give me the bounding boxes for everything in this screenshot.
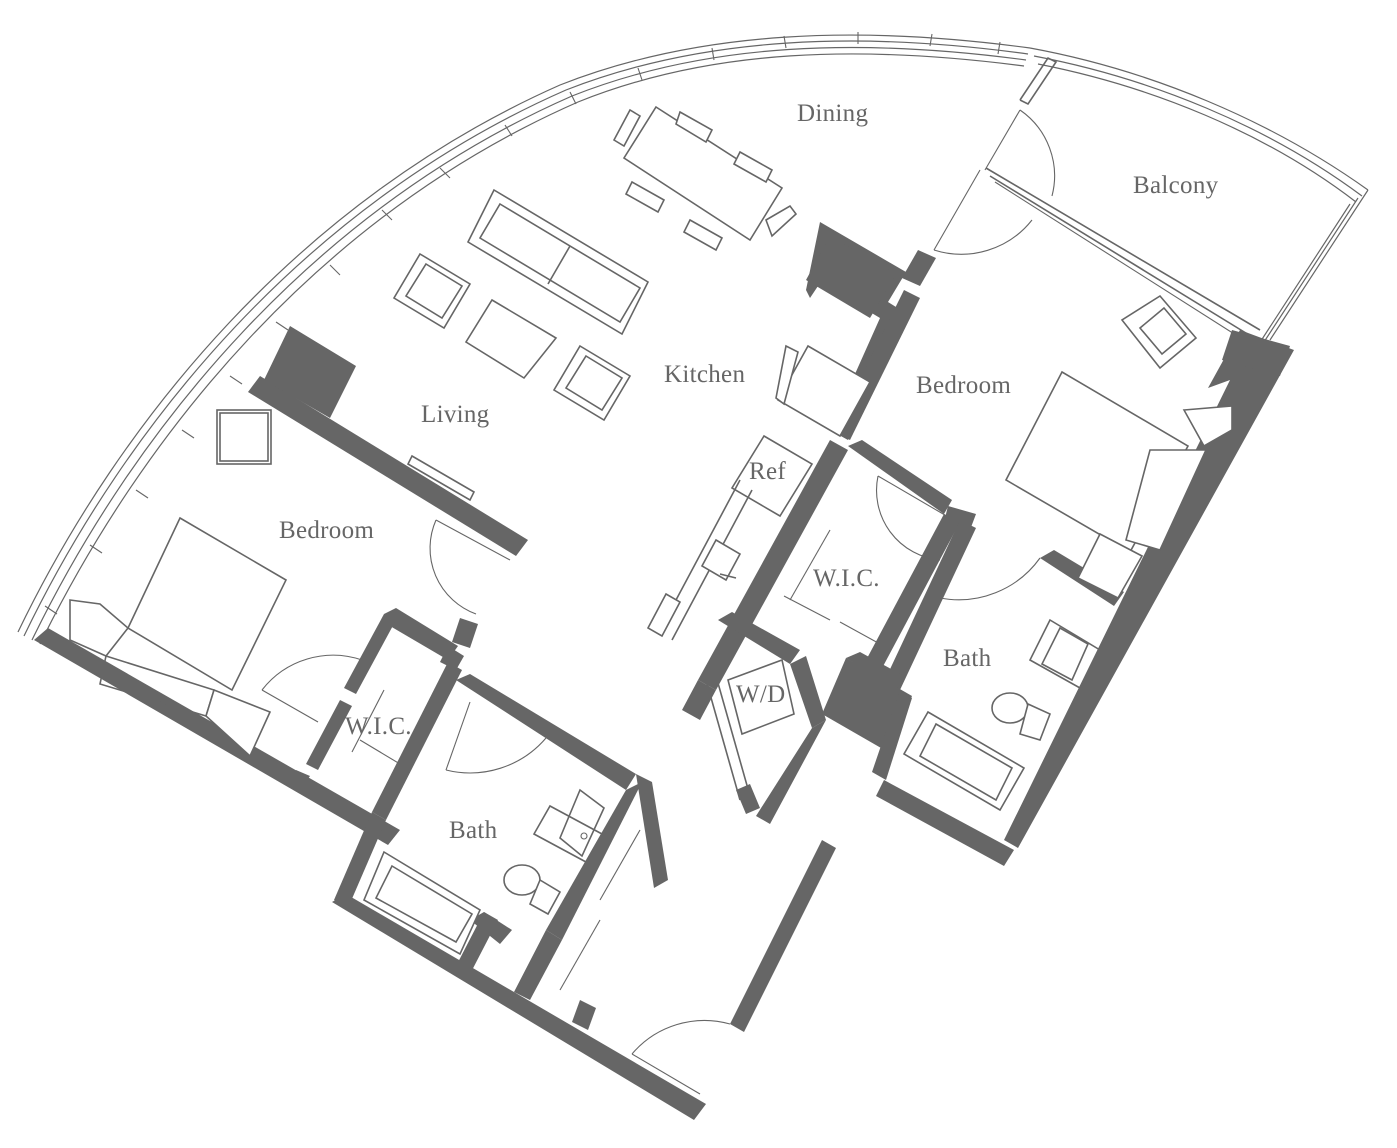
room-label-bath-left: Bath — [449, 817, 498, 844]
bedroom-chair-right — [1120, 294, 1198, 370]
dining-table — [612, 105, 798, 252]
room-label-kitchen: Kitchen — [664, 361, 746, 388]
room-label-ref: Ref — [749, 458, 786, 485]
room-label-bedroom-right: Bedroom — [916, 372, 1012, 399]
closet-rods — [351, 529, 881, 991]
left-bed — [69, 516, 288, 758]
room-label-wic-left: W.I.C. — [345, 713, 412, 740]
armchair-left — [392, 252, 472, 330]
room-label-dining: Dining — [797, 100, 869, 127]
room-label-bath-right: Bath — [943, 645, 992, 672]
right-bath-fixtures — [902, 618, 1102, 812]
right-bed — [1004, 370, 1233, 600]
room-label-bedroom-left: Bedroom — [279, 517, 375, 544]
balcony-structure — [984, 47, 1369, 351]
room-label-living: Living — [421, 401, 490, 428]
walls — [34, 222, 1294, 1120]
living-chair — [216, 409, 272, 465]
tv-unit — [406, 454, 476, 502]
sofa — [466, 188, 650, 336]
curved-facade-windows — [17, 32, 1031, 645]
armchair-right — [552, 344, 632, 422]
washer-dryer — [705, 658, 795, 801]
room-label-wic-right: W.I.C. — [813, 565, 880, 592]
coffee-table — [464, 298, 558, 380]
left-bath-fixtures — [362, 788, 605, 956]
room-label-wd: W/D — [736, 681, 786, 708]
doors — [261, 169, 1041, 1095]
kitchen-counters — [646, 344, 872, 641]
room-label-balcony: Balcony — [1133, 172, 1219, 199]
